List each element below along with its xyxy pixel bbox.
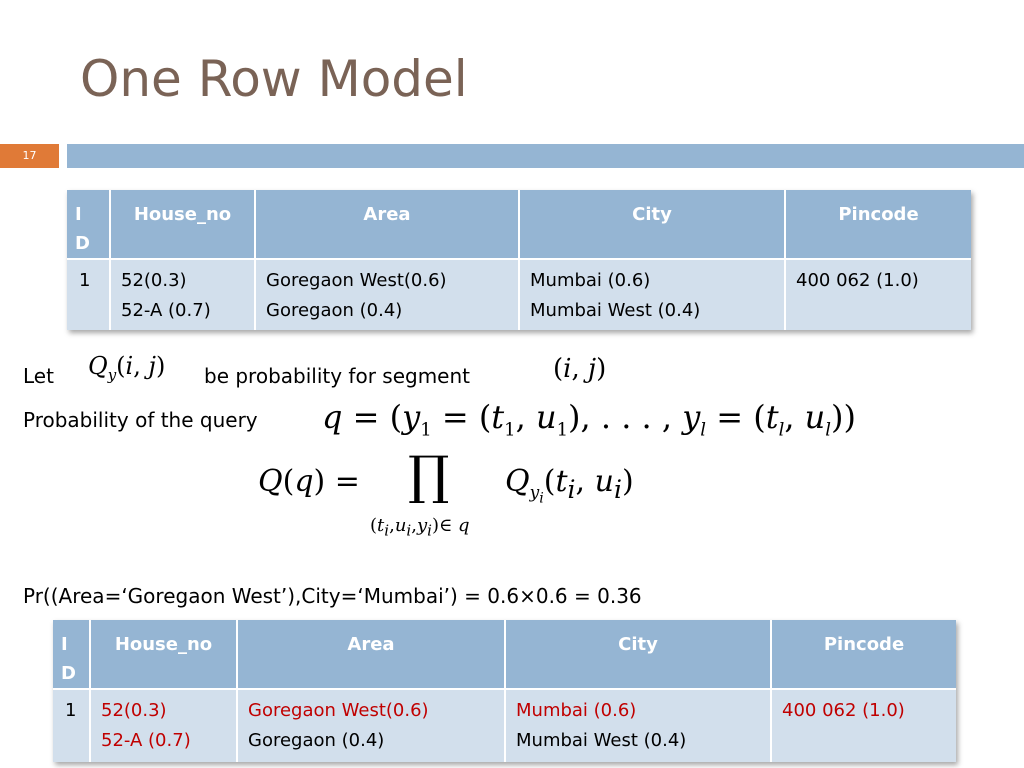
header-area: Area bbox=[256, 190, 520, 260]
house-option-2: 52-A (0.7) bbox=[121, 300, 211, 321]
header-house-no: House_no bbox=[111, 190, 256, 260]
city-option-1-highlighted: Mumbai (0.6) bbox=[516, 700, 637, 721]
probability-query-label: Probability of the query bbox=[23, 408, 258, 432]
area-option-1: Goregaon West(0.6) bbox=[266, 270, 447, 291]
area-option-2: Goregaon (0.4) bbox=[248, 730, 385, 751]
cell-pincode-highlighted: 400 062 (1.0) bbox=[772, 690, 956, 762]
formula-query: q = (y1 = (t1, u1), . . . , yl = (tl, ul… bbox=[322, 398, 857, 441]
formula-product-lhs: Q(q) = bbox=[258, 464, 360, 499]
formula-product-rhs: Qyi(ti, ui) bbox=[505, 464, 634, 507]
cell-id: 1 bbox=[67, 260, 111, 330]
slide-title: One Row Model bbox=[80, 50, 468, 108]
cell-area: Goregaon West(0.6) Goregaon (0.4) bbox=[256, 260, 520, 330]
city-option-1: Mumbai (0.6) bbox=[530, 270, 651, 291]
house-option-1: 52(0.3) bbox=[121, 270, 187, 291]
cell-area: Goregaon West(0.6) Goregaon (0.4) bbox=[238, 690, 506, 762]
cell-pincode: 400 062 (1.0) bbox=[786, 260, 971, 330]
let-label: Let bbox=[23, 364, 54, 388]
formula-qy: Qy(i, j) bbox=[88, 352, 166, 384]
product-symbol: ∏ bbox=[408, 446, 450, 506]
probability-result: Pr((Area=‘Goregaon West’),City=‘Mumbai’)… bbox=[23, 584, 642, 608]
product-subscript: (ti,ui,yi)∈ q bbox=[370, 515, 470, 540]
table-row: 1 52(0.3) 52-A (0.7) Goregaon West(0.6) … bbox=[53, 690, 956, 762]
header-pincode: Pincode bbox=[772, 620, 956, 690]
house-option-2-highlighted: 52-A (0.7) bbox=[101, 730, 191, 751]
house-option-1-highlighted: 52(0.3) bbox=[101, 700, 167, 721]
header-house-no: House_no bbox=[91, 620, 238, 690]
be-probability-label: be probability for segment bbox=[204, 364, 471, 388]
header-area: Area bbox=[238, 620, 506, 690]
cell-city: Mumbai (0.6) Mumbai West (0.4) bbox=[506, 690, 772, 762]
area-option-2: Goregaon (0.4) bbox=[266, 300, 403, 321]
header-city: City bbox=[520, 190, 786, 260]
slide-number: 17 bbox=[0, 144, 59, 168]
formula-segment: (i, j) bbox=[553, 354, 607, 384]
cell-city: Mumbai (0.6) Mumbai West (0.4) bbox=[520, 260, 786, 330]
city-option-2: Mumbai West (0.4) bbox=[516, 730, 687, 751]
cell-id: 1 bbox=[53, 690, 91, 762]
city-option-2: Mumbai West (0.4) bbox=[530, 300, 701, 321]
cell-house-no: 52(0.3) 52-A (0.7) bbox=[91, 690, 238, 762]
table-row: 1 52(0.3) 52-A (0.7) Goregaon West(0.6) … bbox=[67, 260, 971, 330]
header-city: City bbox=[506, 620, 772, 690]
area-option-1-highlighted: Goregaon West(0.6) bbox=[248, 700, 429, 721]
header-pincode: Pincode bbox=[786, 190, 971, 260]
cell-house-no: 52(0.3) 52-A (0.7) bbox=[111, 260, 256, 330]
header-bar bbox=[67, 144, 1024, 168]
